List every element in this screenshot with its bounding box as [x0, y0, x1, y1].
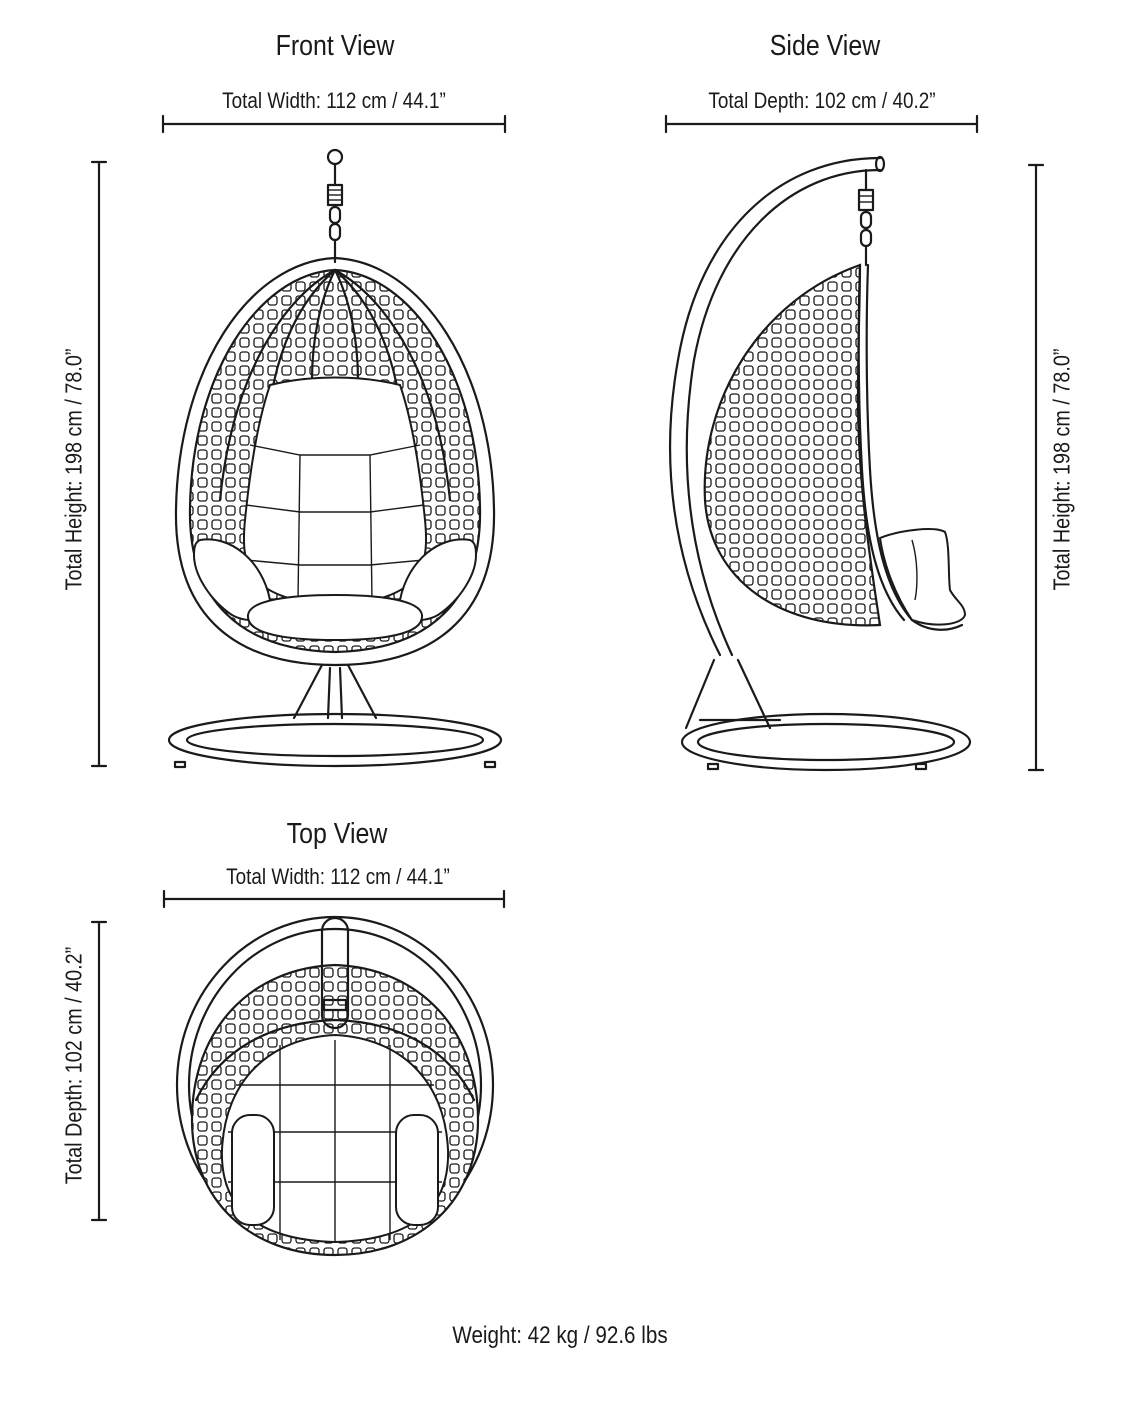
front-view-chair-drawing: [167, 148, 503, 769]
side-depth-label: Total Depth: 102 cm / 40.2”: [708, 88, 936, 113]
top-view-chair-drawing: [175, 915, 495, 1257]
front-height-dimension-line: [90, 160, 108, 768]
side-depth-dimension-line: [664, 114, 979, 134]
front-height-label: Total Height: 198 cm / 78.0”: [60, 348, 87, 591]
side-height-dimension-line: [1027, 163, 1045, 772]
top-width-label: Total Width: 112 cm / 44.1”: [226, 864, 450, 889]
top-view-title: Top View: [286, 818, 388, 850]
side-height-label: Total Height: 198 cm / 78.0”: [1048, 348, 1075, 591]
front-width-dimension-line: [161, 114, 507, 134]
top-depth-dimension-line: [90, 920, 108, 1222]
side-view-title: Side View: [769, 30, 881, 62]
front-view-title: Front View: [275, 30, 395, 62]
front-width-label: Total Width: 112 cm / 44.1”: [222, 88, 446, 113]
top-width-dimension-line: [162, 889, 506, 909]
top-depth-label: Total Depth: 102 cm / 40.2”: [60, 946, 87, 1185]
weight-label: Weight: 42 kg / 92.6 lbs: [452, 1322, 668, 1349]
side-view-chair-drawing: [668, 155, 972, 772]
